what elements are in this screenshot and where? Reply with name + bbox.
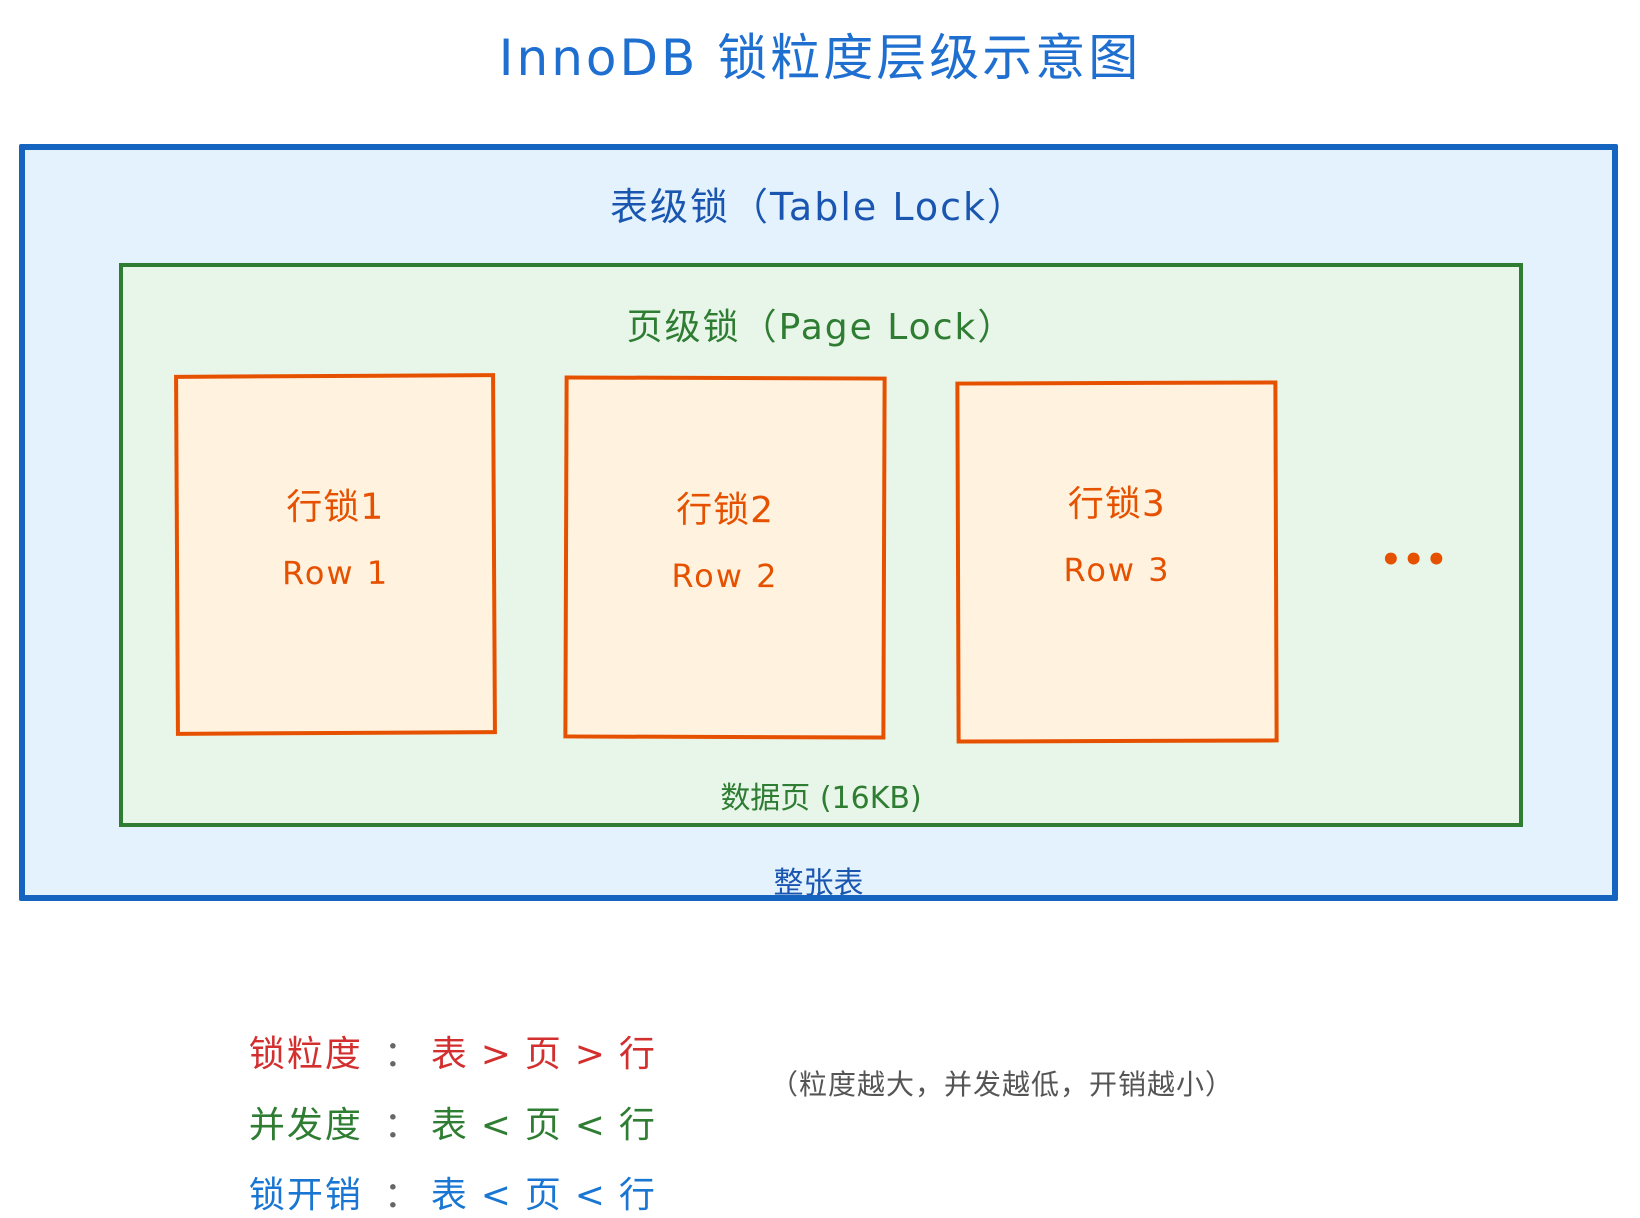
comparison-label: 锁开销 bbox=[248, 1175, 363, 1216]
comparison-label: 并发度 bbox=[248, 1105, 363, 1146]
diagram-title: InnoDB 锁粒度层级示意图 bbox=[498, 29, 1142, 87]
comparison-operator: < bbox=[480, 1105, 513, 1146]
comparison-item-table: 表 bbox=[430, 1105, 469, 1146]
comparison-item-row: 行 bbox=[618, 1175, 657, 1216]
comparison-operator: > bbox=[574, 1034, 607, 1075]
row-lock-cn-label: 行锁3 bbox=[1067, 483, 1166, 526]
page-caption: 数据页 (16KB) bbox=[720, 781, 922, 816]
comparison-colon: ： bbox=[383, 1105, 422, 1146]
comparison-item-row: 行 bbox=[618, 1105, 657, 1146]
comparison-operator: < bbox=[480, 1175, 513, 1216]
row-lock-en-label: Row 3 bbox=[1063, 550, 1171, 590]
row-lock-cn-label: 行锁1 bbox=[286, 486, 385, 528]
comparison-item-page: 页 bbox=[524, 1175, 563, 1216]
row-lock-box-1: 行锁1 Row 1 bbox=[174, 373, 497, 736]
comparison-item-row: 行 bbox=[618, 1034, 657, 1075]
row-lock-en-label: Row 1 bbox=[281, 553, 390, 592]
comparison-label: 锁粒度 bbox=[248, 1034, 363, 1075]
comparison-granularity: 锁粒度 ：表 > 页 > 行 bbox=[222, 984, 663, 1077]
more-rows-ellipsis-icon: ••• bbox=[1380, 540, 1449, 580]
page-lock-label: 页级锁（Page Lock） bbox=[626, 307, 1016, 348]
comparison-item-page: 页 bbox=[524, 1034, 563, 1075]
comparison-operator: > bbox=[480, 1034, 513, 1075]
comparison-item-table: 表 bbox=[430, 1175, 469, 1216]
table-caption: 整张表 bbox=[773, 866, 864, 901]
comparison-colon: ： bbox=[383, 1175, 422, 1216]
comparison-operator: < bbox=[574, 1175, 607, 1216]
row-lock-box-2: 行锁2 Row 2 bbox=[563, 375, 887, 740]
row-lock-cn-label: 行锁2 bbox=[676, 489, 775, 531]
row-lock-box-3: 行锁3 Row 3 bbox=[955, 380, 1279, 744]
comparison-overhead: 锁开销 ：表 < 页 < 行 bbox=[222, 1125, 663, 1218]
row-lock-en-label: Row 2 bbox=[671, 556, 779, 595]
comparison-operator: < bbox=[574, 1105, 607, 1146]
comparison-colon: ： bbox=[383, 1034, 422, 1075]
comparison-concurrency: 并发度 ：表 < 页 < 行 bbox=[222, 1055, 663, 1148]
comparison-item-page: 页 bbox=[524, 1105, 563, 1146]
comparison-item-table: 表 bbox=[430, 1034, 469, 1075]
summary-note: （粒度越大，并发越低，开销越小） bbox=[770, 1068, 1235, 1101]
table-lock-label: 表级锁（Table Lock） bbox=[610, 185, 1027, 229]
